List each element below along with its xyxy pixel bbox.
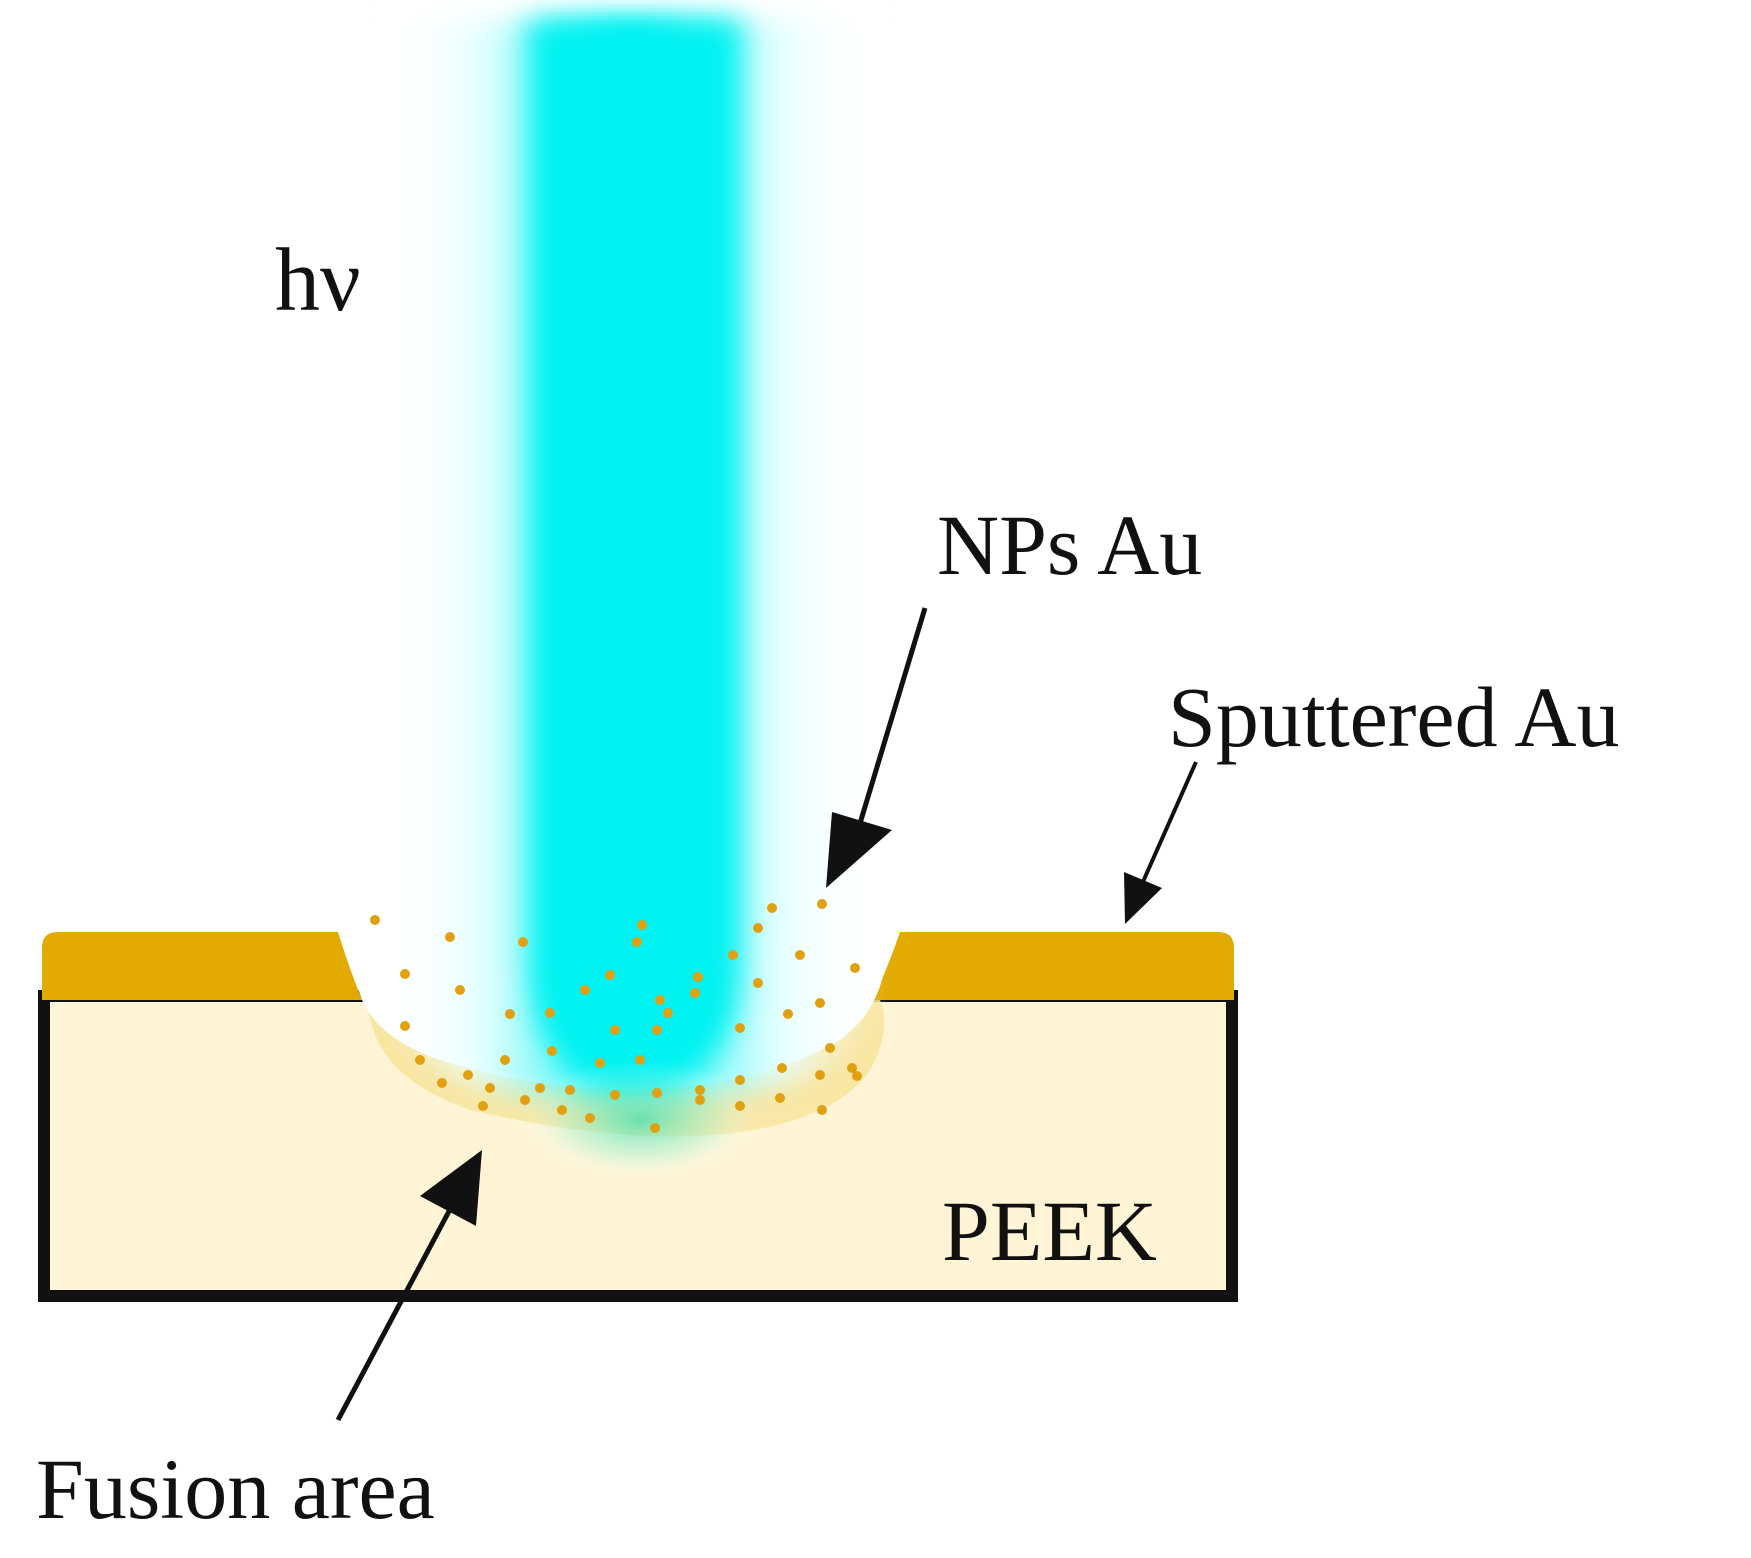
arrow-nps-au xyxy=(826,607,928,888)
photon-label: hν xyxy=(275,231,361,330)
nps-au-label: NPs Au xyxy=(937,497,1202,593)
peek-label: PEEK xyxy=(942,1183,1157,1279)
sputtered-au-layer-left xyxy=(42,932,362,1000)
laser-beam xyxy=(380,20,880,1180)
sputtered-au-layer-right xyxy=(872,932,1234,1000)
fusion-area-label: Fusion area xyxy=(36,1441,435,1537)
sputtered-au-label: Sputtered Au xyxy=(1168,669,1619,765)
arrow-sputtered-au xyxy=(1124,761,1198,924)
au-nanoparticles xyxy=(370,899,862,1133)
arrow-fusion-area xyxy=(335,1150,482,1422)
